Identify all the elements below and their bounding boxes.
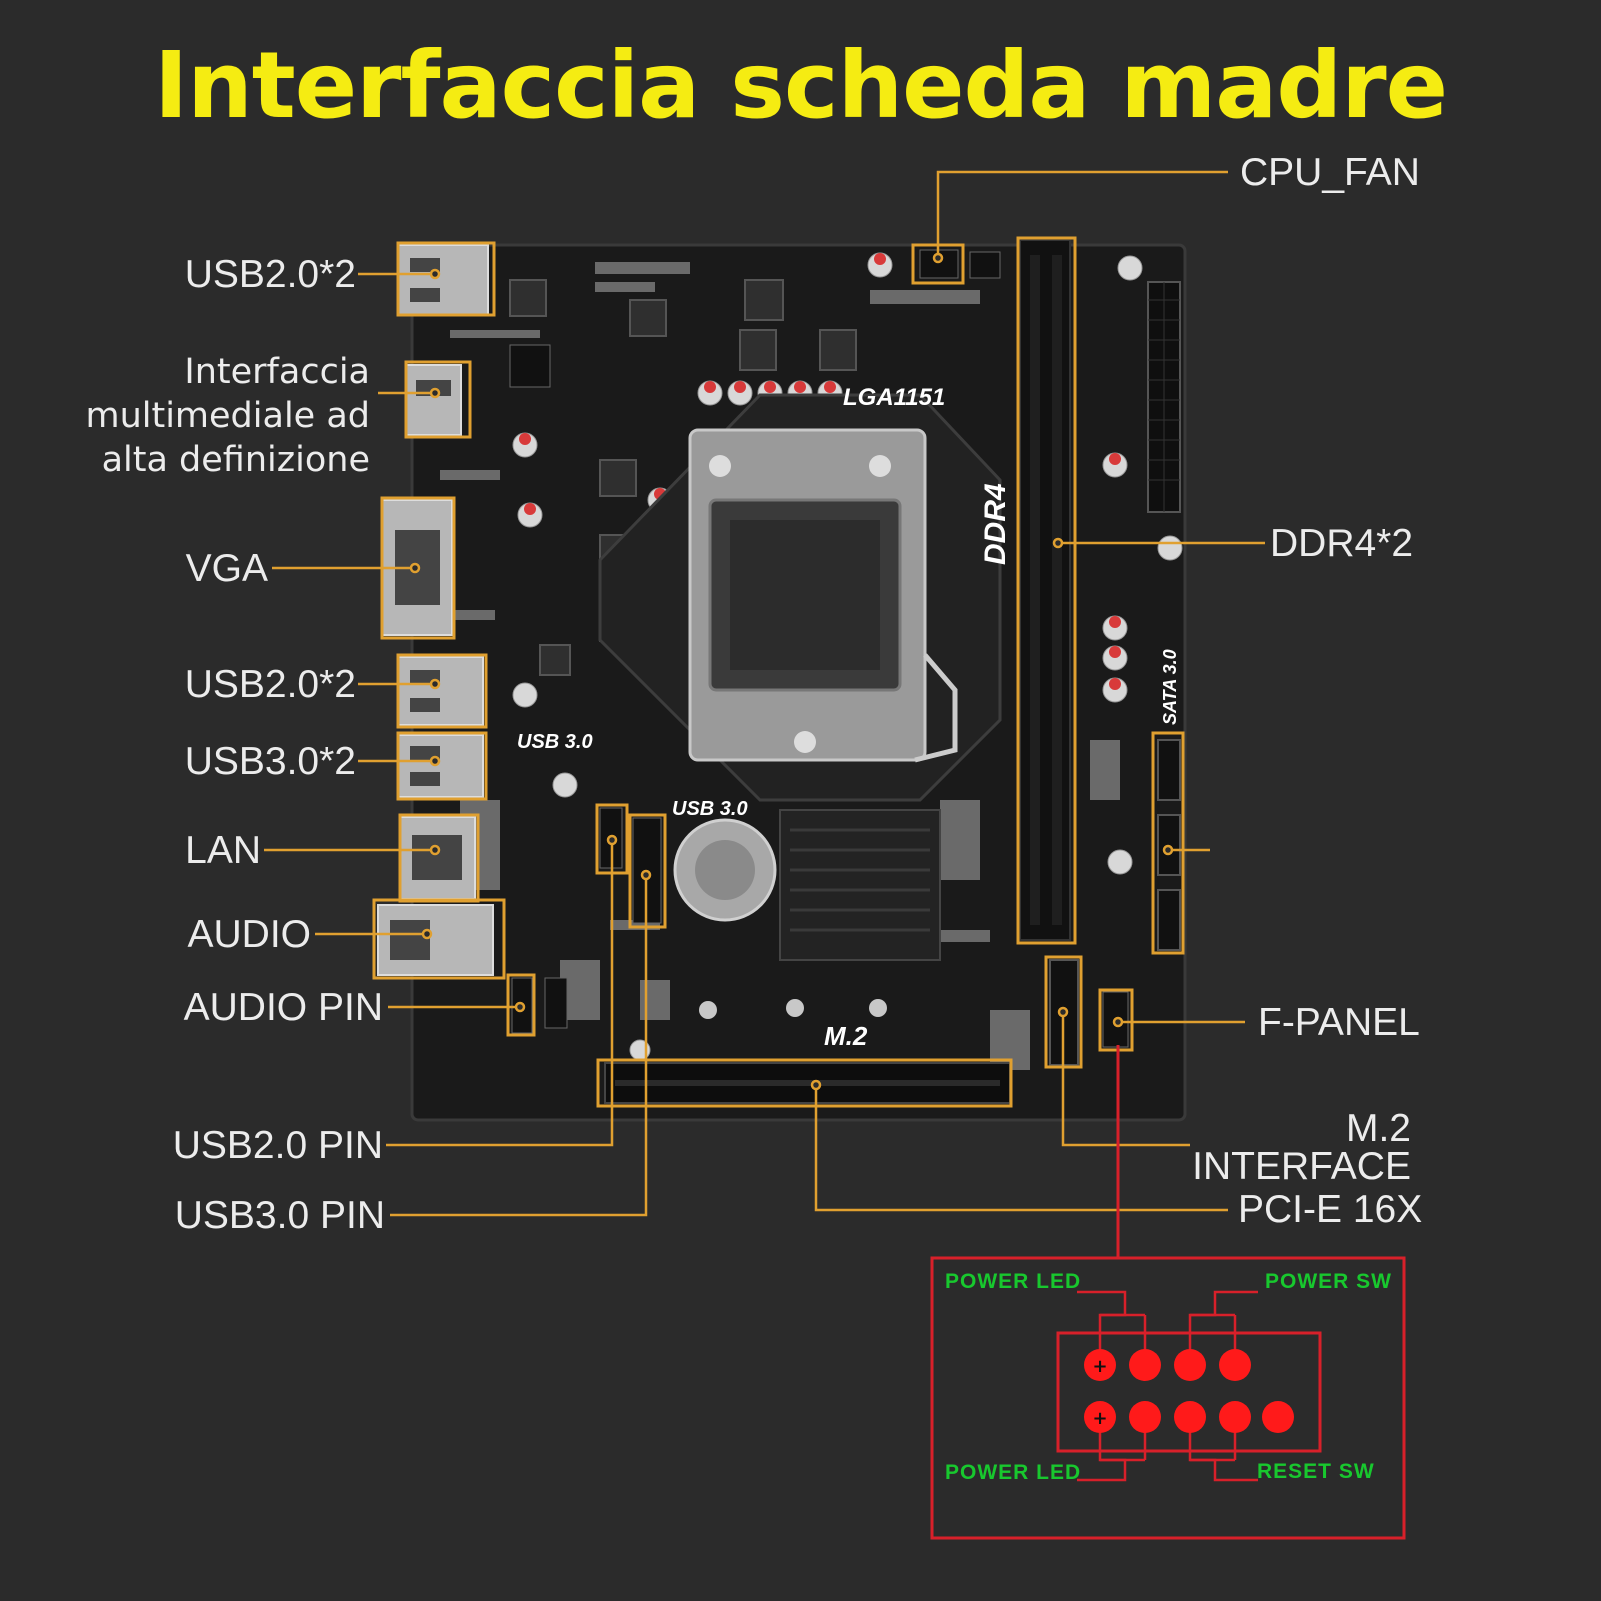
usb3-mark-a: USB 3.0 xyxy=(517,731,593,753)
pin-label-reset-sw: RESET SW xyxy=(1257,1460,1375,1483)
pin-label-power-sw: POWER SW xyxy=(1265,1270,1392,1293)
label-pcie: PCI-E 16X xyxy=(1238,1188,1423,1231)
label-ddr4: DDR4*2 xyxy=(1270,522,1414,565)
usb3-mark-b: USB 3.0 xyxy=(672,798,748,820)
label-audio: AUDIO xyxy=(187,913,311,956)
pin-label-power-led-bottom: POWER LED xyxy=(945,1461,1082,1484)
label-usb20-pin: USB2.0 PIN xyxy=(172,1124,383,1167)
socket-mark: LGA1151 xyxy=(843,384,945,411)
sata-ports xyxy=(1157,739,1181,951)
label-lan: LAN xyxy=(185,829,261,872)
label-f-panel: F-PANEL xyxy=(1258,1001,1420,1044)
label-usb20-top: USB2.0*2 xyxy=(184,253,356,296)
highlight-boxes xyxy=(372,236,1185,1108)
motherboard xyxy=(377,239,1187,1122)
plus-sign-top: + xyxy=(1092,1356,1107,1377)
ddr4-slots xyxy=(1019,239,1071,941)
pin-label-power-led-top: POWER LED xyxy=(945,1270,1082,1293)
ddr4-mark: DDR4 xyxy=(979,483,1012,565)
page-title: Interfaccia scheda madre xyxy=(153,32,1448,139)
label-vga: VGA xyxy=(185,547,268,590)
leader-lines xyxy=(264,170,1265,1217)
chipset-heatsink xyxy=(779,809,941,961)
board-marks: LGA1151 DDR4 SATA 3.0 USB 3.0 USB 3.0 M.… xyxy=(517,384,1180,1051)
cpu-socket xyxy=(598,393,1002,802)
label-usb30-pin: USB3.0 PIN xyxy=(174,1194,385,1237)
label-usb20-mid: USB2.0*2 xyxy=(184,663,356,706)
label-usb30: USB3.0*2 xyxy=(184,740,356,783)
label-audio-pin: AUDIO PIN xyxy=(183,986,383,1029)
label-m2-interface: M.2 INTERFACE xyxy=(1192,1107,1411,1188)
label-hdmi: Interfaccia multimediale ad alta definiz… xyxy=(85,352,370,480)
fpanel-pin-diagram: + + xyxy=(930,1045,1406,1540)
plus-sign-bottom: + xyxy=(1092,1408,1107,1429)
sata-mark: SATA 3.0 xyxy=(1160,649,1180,725)
fpanel-pins xyxy=(1084,1349,1294,1433)
m2-mark: M.2 xyxy=(824,1021,868,1051)
label-cpu-fan: CPU_FAN xyxy=(1240,151,1420,194)
